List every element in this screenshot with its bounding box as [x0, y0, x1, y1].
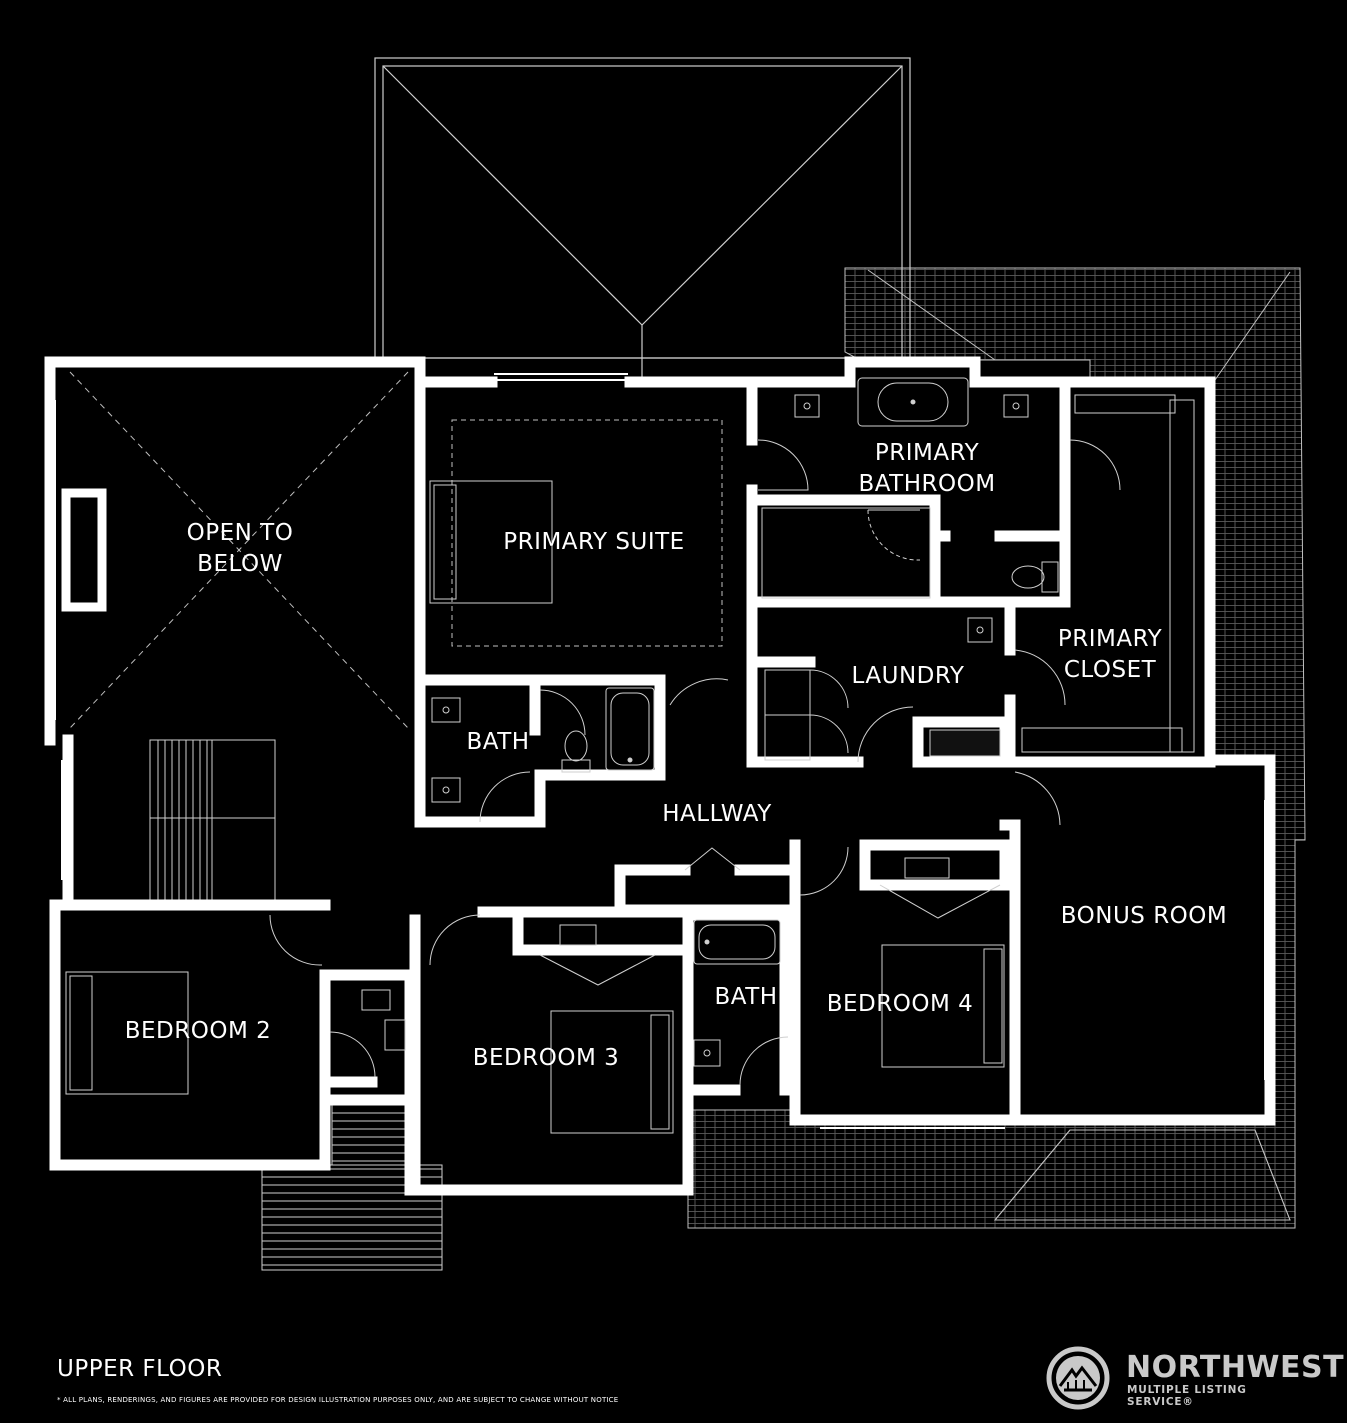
room-label-primary-closet: PRIMARY CLOSET [1057, 626, 1163, 683]
brand-subtitle: MULTIPLE LISTING SERVICE® [1127, 1384, 1247, 1408]
room-label-bath-2: BATH [714, 984, 778, 1010]
brand-name: NORTHWEST [1126, 1350, 1345, 1385]
disclaimer-text: * ALL PLANS, RENDERINGS, AND FIGURES ARE… [57, 1396, 619, 1404]
open-to-below-area [69, 371, 409, 729]
bathtub-icon [693, 919, 781, 965]
room-label-hallway: HALLWAY [662, 801, 772, 827]
room-label-bath: BATH [466, 729, 530, 755]
room-label-bedroom-4: BEDROOM 4 [826, 991, 974, 1017]
washer-dryer [764, 669, 849, 761]
nwmls-logo-icon [1046, 1346, 1110, 1410]
sink-icon [431, 394, 1029, 1067]
bed-icon [429, 480, 553, 604]
main-staircase [149, 739, 276, 901]
room-label-bedroom-3: BEDROOM 3 [472, 1045, 620, 1071]
room-label-bedroom-2: BEDROOM 2 [124, 1018, 272, 1044]
room-label-laundry: LAUNDRY [851, 663, 965, 689]
bed-icon [65, 971, 189, 1095]
windows [47, 359, 1273, 1169]
room-label-primary-bathroom: PRIMARY BATHROOM [858, 440, 996, 497]
roof-top [374, 57, 911, 380]
walls [44, 356, 1276, 1196]
bed-icon [881, 944, 1005, 1068]
brand-watermark: NORTHWEST MULTIPLE LISTING SERVICE® [1046, 1346, 1344, 1410]
roof-shingles-right [687, 267, 1306, 1229]
fireplace [61, 488, 107, 612]
closet-niche [929, 729, 1001, 757]
toilet-icon [561, 561, 1059, 773]
bathtub-icon [857, 377, 969, 427]
floor-title: UPPER FLOOR [57, 1356, 223, 1382]
bed-icon [550, 1010, 674, 1134]
room-label-open-to-below: OPEN TO BELOW [186, 520, 294, 577]
shower [761, 507, 931, 599]
closet-shelving [361, 394, 1195, 1051]
door-swings [269, 439, 1121, 1086]
room-label-bonus-room: BONUS ROOM [1060, 903, 1228, 929]
room-label-primary-suite: PRIMARY SUITE [503, 529, 685, 555]
exterior-staircase [261, 1104, 443, 1271]
bathtub-icon [605, 687, 655, 771]
primary-suite-ceiling-outline [451, 419, 723, 647]
